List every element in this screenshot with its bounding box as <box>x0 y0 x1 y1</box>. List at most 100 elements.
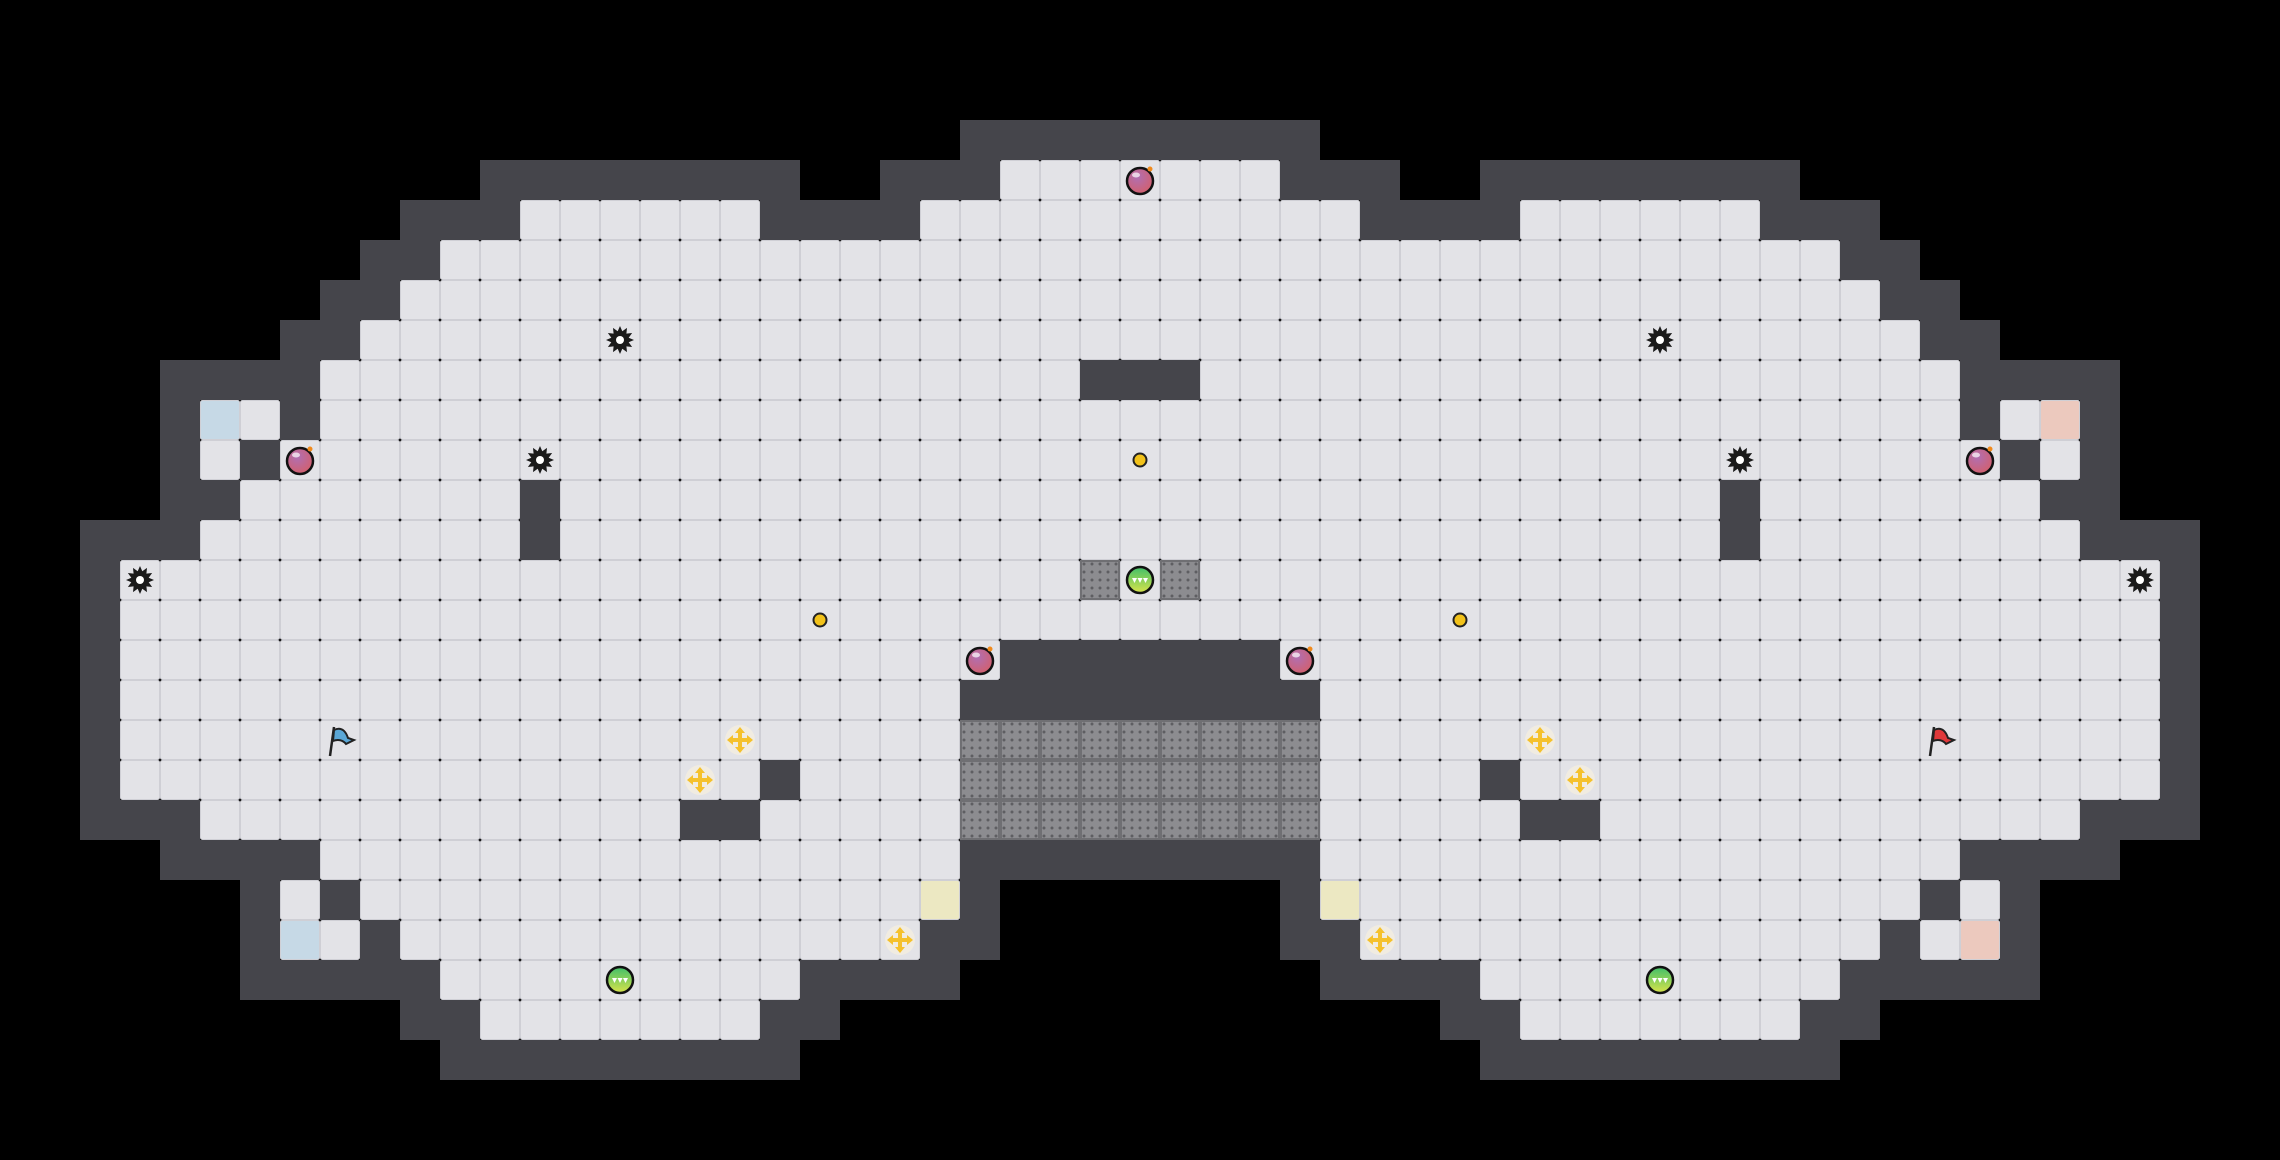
floor-tile <box>280 720 320 760</box>
floor-tile <box>800 840 840 880</box>
floor-tile <box>1760 560 1800 600</box>
wall-tile <box>760 760 800 800</box>
wall-tile <box>240 880 280 920</box>
wall-tile <box>80 560 120 600</box>
floor-tile <box>1760 360 1800 400</box>
floor-tile <box>840 320 880 360</box>
floor-tile <box>1440 280 1480 320</box>
floor-tile <box>1000 320 1040 360</box>
floor-tile <box>720 840 760 880</box>
floor-tile <box>480 560 520 600</box>
floor-tile <box>1960 640 2000 680</box>
floor-tile <box>360 880 400 920</box>
floor-tile <box>440 640 480 680</box>
floor-tile <box>1240 560 1280 600</box>
floor-tile <box>1920 600 1960 640</box>
blue-flag-icon[interactable] <box>328 726 357 757</box>
wall-tile <box>920 160 960 200</box>
floor-tile <box>120 680 160 720</box>
floor-tile <box>1200 280 1240 320</box>
wall-tile <box>1320 960 1360 1000</box>
floor-tile <box>640 480 680 520</box>
floor-tile <box>480 320 520 360</box>
floor-tile <box>240 400 280 440</box>
floor-tile <box>120 600 160 640</box>
floor-tile <box>1400 440 1440 480</box>
floor-tile <box>1600 1000 1640 1040</box>
floor-tile <box>1920 360 1960 400</box>
wall-tile <box>2120 800 2160 840</box>
floor-tile <box>640 400 680 440</box>
wall-tile <box>1200 680 1240 720</box>
floor-tile <box>1080 520 1120 560</box>
floor-tile <box>400 680 440 720</box>
floor-tile <box>1680 520 1720 560</box>
floor-tile <box>1960 560 2000 600</box>
floor-tile <box>640 320 680 360</box>
floor-tile <box>680 280 720 320</box>
wall-tile <box>1280 920 1320 960</box>
floor-tile <box>1120 320 1160 360</box>
floor-tile <box>760 640 800 680</box>
floor-tile <box>2040 600 2080 640</box>
floor-tile <box>920 480 960 520</box>
floor-tile <box>800 720 840 760</box>
wall-tile <box>120 520 160 560</box>
floor-tile <box>520 920 560 960</box>
floor-tile <box>1520 240 1560 280</box>
floor-tile <box>1560 680 1600 720</box>
floor-tile <box>1000 360 1040 400</box>
wall-tile <box>760 200 800 240</box>
floor-tile <box>560 680 600 720</box>
floor-tile <box>1000 400 1040 440</box>
wall-tile <box>1800 1040 1840 1080</box>
floor-tile <box>1040 440 1080 480</box>
floor-tile <box>1280 560 1320 600</box>
floor-tile <box>1120 400 1160 440</box>
floor-tile <box>1760 480 1800 520</box>
floor-tile <box>1440 880 1480 920</box>
floor-tile <box>1400 600 1440 640</box>
floor-tile <box>1080 160 1120 200</box>
floor-tile <box>640 680 680 720</box>
floor-tile <box>1520 280 1560 320</box>
floor-tile <box>1680 680 1720 720</box>
floor-tile <box>200 560 240 600</box>
floor-tile <box>920 320 960 360</box>
floor-tile <box>1640 520 1680 560</box>
floor-tile <box>1360 280 1400 320</box>
floor-tile <box>1920 440 1960 480</box>
red-flag-icon[interactable] <box>1928 726 1957 757</box>
floor-tile <box>240 680 280 720</box>
wall-tile <box>1560 800 1600 840</box>
wall-tile <box>1920 320 1960 360</box>
floor-tile <box>1760 800 1800 840</box>
floor-tile <box>1800 640 1840 680</box>
floor-tile <box>1000 560 1040 600</box>
wall-tile <box>2160 520 2200 560</box>
floor-tile <box>560 320 600 360</box>
floor-tile <box>1640 920 1680 960</box>
floor-tile <box>200 720 240 760</box>
floor-tile <box>520 640 560 680</box>
floor-tile <box>880 560 920 600</box>
floor-tile <box>1680 760 1720 800</box>
floor-tile <box>1640 240 1680 280</box>
floor-tile <box>1840 800 1880 840</box>
floor-tile <box>1960 520 2000 560</box>
wall-tile <box>240 840 280 880</box>
floor-tile <box>1040 160 1080 200</box>
floor-tile <box>200 800 240 840</box>
floor-tile <box>1920 480 1960 520</box>
floor-tile <box>1760 1000 1800 1040</box>
floor-tile <box>360 680 400 720</box>
floor-tile <box>680 240 720 280</box>
gate-tile <box>1000 760 1040 800</box>
wall-tile <box>1240 640 1280 680</box>
floor-tile <box>1880 560 1920 600</box>
floor-tile <box>1000 280 1040 320</box>
floor-tile <box>400 480 440 520</box>
floor-tile <box>1680 320 1720 360</box>
floor-tile <box>520 320 560 360</box>
floor-tile <box>1040 200 1080 240</box>
